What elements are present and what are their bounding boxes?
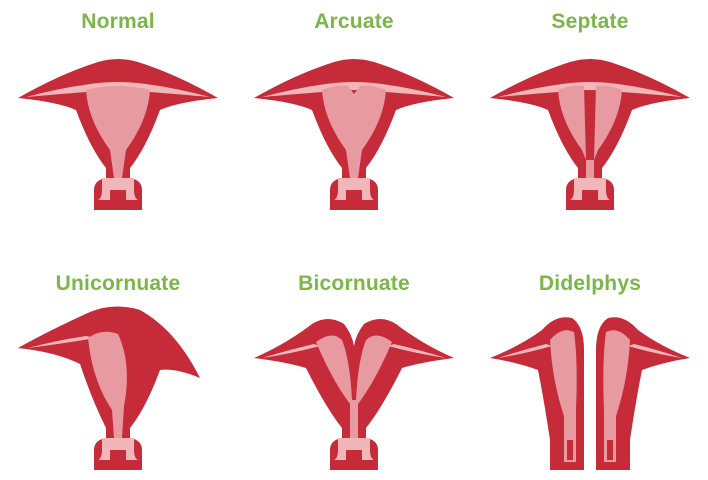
uterus-bicornuate-illustration (236, 300, 472, 480)
label-septate: Septate (472, 10, 708, 34)
uterus-unicornuate-illustration (0, 300, 236, 480)
label-unicornuate: Unicornuate (0, 272, 236, 296)
label-didelphys: Didelphys (472, 272, 708, 296)
uterus-septate-illustration (472, 40, 708, 220)
uterus-didelphys-illustration (472, 300, 708, 480)
label-arcuate: Arcuate (236, 10, 472, 34)
label-bicornuate: Bicornuate (236, 272, 472, 296)
label-normal: Normal (0, 10, 236, 34)
uterus-arcuate-illustration (236, 40, 472, 220)
uterus-normal-illustration (0, 40, 236, 220)
